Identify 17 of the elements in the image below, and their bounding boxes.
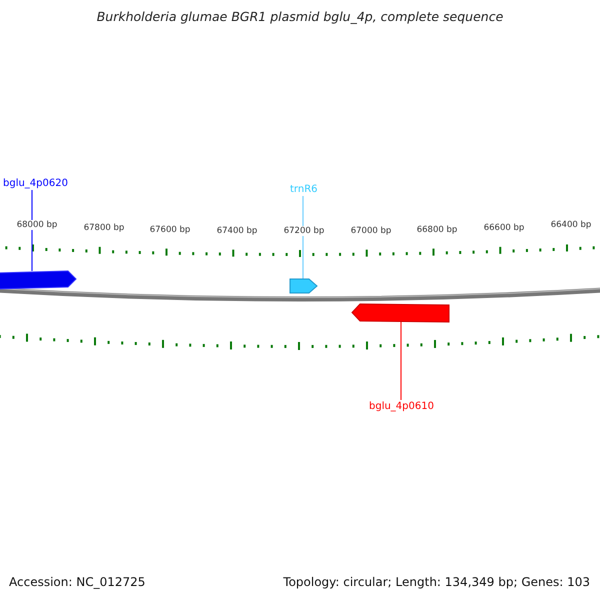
tick-label: 66400 bp [550,220,592,230]
gene-label: bglu_4p0610 [369,400,434,413]
diagram-title: Burkholderia glumae BGR1 plasmid bglu_4p, complete sequence [96,9,504,24]
gene-label: bglu_4p0620 [3,177,68,190]
gene-label: trnR6 [290,183,318,196]
accession-text: Accession: NC_012725 [9,575,146,589]
tick-label: 67000 bp [350,226,392,236]
tick-label: 67400 bp [216,226,258,236]
tick-label: 67800 bp [82,222,126,233]
tick-label: 68000 bp [16,220,58,230]
leader-line [400,320,402,400]
tick-label: 66800 bp [416,224,458,235]
tick-label: 66600 bp [482,222,526,233]
leader-line [302,196,304,280]
summary-text: Topology: circular; Length: 134,349 bp; Genes: 103 [283,575,590,589]
tick-label: 67600 bp [148,224,192,235]
tick-label: 67200 bp [282,226,326,236]
